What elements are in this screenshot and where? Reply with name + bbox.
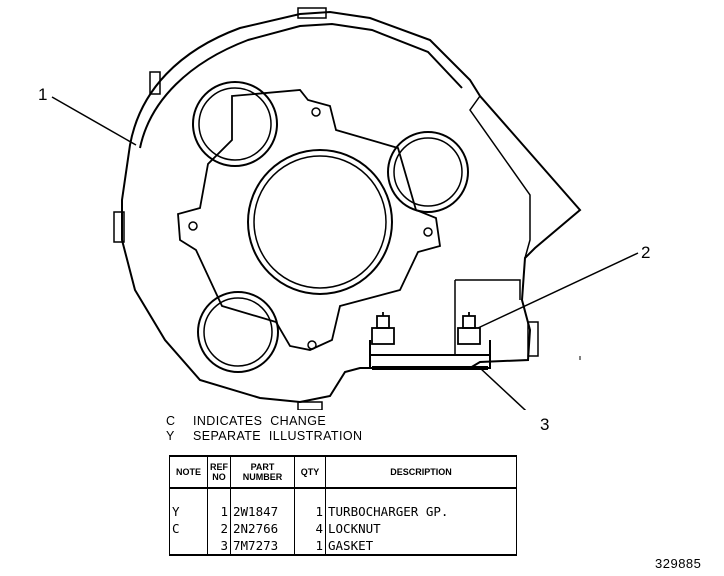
legend-text: INDICATES CHANGE [193,414,327,428]
legend-code: C [166,414,176,428]
row-qty: 1 [294,503,326,520]
row-qty: 4 [294,520,326,537]
parts-table-header: NOTE REF NO PART NUMBER QTY DESCRIPTION [169,455,517,489]
table-row: C 2 2N2766 4 LOCKNUT [169,520,517,537]
mounting-flange [177,89,442,351]
header-part-number: PART NUMBER [230,455,295,489]
legend-row-separate: Y SEPARATE ILLUSTRATION [166,429,362,444]
legend: C INDICATES CHANGE Y SEPARATE ILLUSTRATI… [166,414,362,444]
row-note: C [169,520,208,537]
drawing-number: 329885 [655,556,702,571]
row-ref: 2 [207,520,231,537]
row-part-number: 2N2766 [230,520,295,537]
table-row: Y 1 2W1847 1 TURBOCHARGER GP. [169,503,517,520]
header-ref-no: REF NO [207,455,231,489]
row-ref: 1 [207,503,231,520]
legend-text: SEPARATE ILLUSTRATION [193,429,363,443]
legend-row-change: C INDICATES CHANGE [166,414,362,429]
row-description: LOCKNUT [325,520,517,537]
header-description: DESCRIPTION [325,455,517,489]
row-part-number: 7M7273 [230,537,295,556]
callout-3: 3 [540,415,550,434]
callout-1: 1 [38,85,48,104]
header-note: NOTE [169,455,208,489]
header-qty: QTY [294,455,326,489]
legend-code: Y [166,429,175,443]
row-part-number: 2W1847 [230,503,295,520]
turbocharger-illustration [51,7,639,410]
parts-table: NOTE REF NO PART NUMBER QTY DESCRIPTION … [169,455,517,556]
row-qty: 1 [294,537,326,556]
callout-2: 2 [641,243,651,262]
row-description: GASKET [325,537,517,556]
locknut-left [371,312,395,345]
locknut-right [457,312,481,345]
row-note: Y [169,503,208,520]
row-ref: 3 [207,537,231,556]
table-row: 3 7M7273 1 GASKET [169,537,517,556]
central-bore [247,149,393,295]
turbocharger-housing [121,10,582,404]
row-note [169,537,208,556]
row-description: TURBOCHARGER GP. [325,503,517,520]
